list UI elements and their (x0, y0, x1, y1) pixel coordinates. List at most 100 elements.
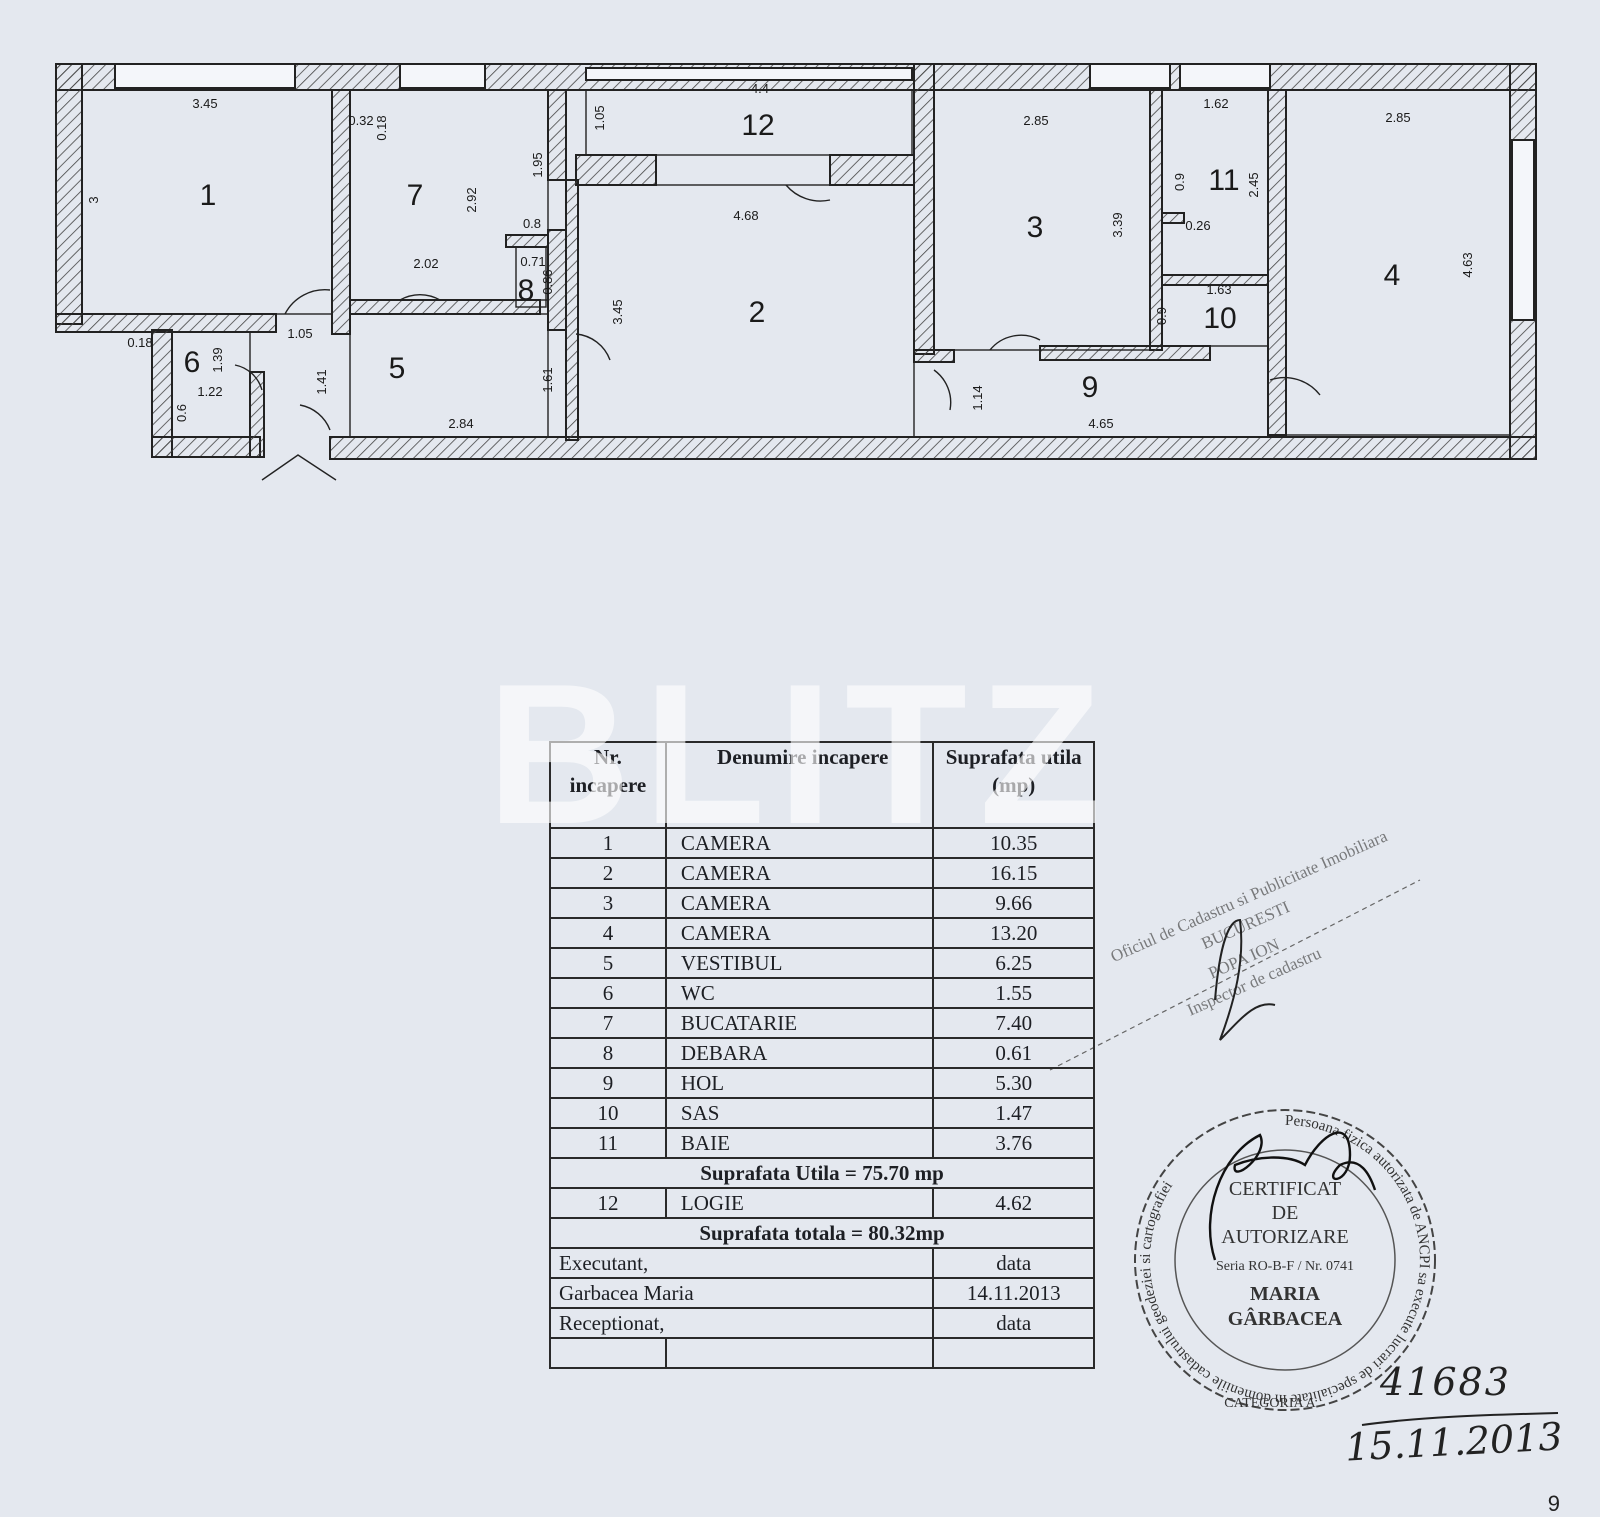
cell-area: 1.47 (932, 1097, 1095, 1129)
dimension: 3.45 (610, 299, 625, 324)
room-number: 11 (1208, 164, 1239, 197)
dimension: 0.18 (127, 335, 152, 350)
executant-date: 14.11.2013 (932, 1277, 1095, 1309)
dimension: 0.71 (520, 254, 545, 269)
dimension: 4.4 (751, 81, 769, 96)
cell-name: CAMERA (664, 827, 935, 859)
cell-nr: 8 (549, 1037, 667, 1069)
cell-nr: 10 (549, 1097, 667, 1129)
cell-area: 10.35 (932, 827, 1095, 859)
room-number: 2 (749, 296, 766, 329)
dimension: 3.45 (192, 96, 217, 111)
room-number: 7 (407, 179, 424, 212)
cell-name: DEBARA (664, 1037, 935, 1069)
dimension: 1.22 (197, 384, 222, 399)
footer-row: Executant,data (548, 1247, 1095, 1279)
dimension: 1.14 (970, 385, 985, 410)
dimension: 0.26 (1185, 218, 1210, 233)
cell-nr: 1 (549, 827, 667, 859)
interior-walls (331, 63, 1287, 441)
cell-nr: 6 (549, 977, 667, 1009)
executant-date-label: data (932, 1247, 1095, 1279)
stamp-line3: AUTORIZARE (1221, 1226, 1348, 1248)
dimension: 1.62 (1203, 96, 1228, 111)
cell-area: 16.15 (932, 857, 1095, 889)
dimension: 0.9 (1172, 173, 1187, 191)
dimension: 0.32 (348, 113, 373, 128)
page-number: 9 (1547, 1491, 1560, 1516)
dimension: 1.41 (314, 369, 329, 394)
cell-nr: 9 (549, 1067, 667, 1099)
dimension: 1.05 (592, 105, 607, 130)
inspector-stamp: Oficiul de Cadastru si Publicitate Imobi… (1049, 826, 1421, 1071)
footer-row: Receptionat,data (548, 1307, 1095, 1339)
dimension: 1.63 (1206, 282, 1231, 297)
room-number: 9 (1082, 371, 1099, 404)
room-number: 5 (389, 352, 406, 385)
cell-name: BUCATARIE (664, 1007, 935, 1039)
cell-nr: 11 (549, 1127, 667, 1159)
cell-nr: 2 (549, 857, 667, 889)
dimension: 2.02 (413, 256, 438, 271)
rooms-table: Nr. incapere Denumire incapere Suprafata… (548, 741, 1095, 1369)
stamp-name1: MARIA (1250, 1283, 1321, 1305)
cell-area: 6.25 (932, 947, 1095, 979)
cell-name: CAMERA (664, 887, 935, 919)
cell-area: 3.76 (932, 1127, 1095, 1159)
room-number: 12 (741, 109, 774, 142)
executant-label: Executant, (548, 1247, 935, 1279)
cell-nr: 5 (549, 947, 667, 979)
room-number: 3 (1027, 211, 1044, 244)
cell-nr: 4 (549, 917, 667, 949)
dimension: 2.92 (464, 187, 479, 212)
stamp-name2: GÂRBACEA (1228, 1306, 1343, 1330)
dimension: 4.63 (1460, 252, 1475, 277)
stamp-category: CATEGORIA A (1224, 1396, 1316, 1411)
receptionat-label: Receptionat, (548, 1307, 935, 1339)
dimension: 3.39 (1110, 212, 1125, 237)
cell-name: WC (664, 977, 935, 1009)
cell-name: CAMERA (664, 857, 935, 889)
header-area: Suprafata utila (mp) (932, 741, 1095, 829)
receptionat-date-label: data (932, 1307, 1095, 1339)
dimension: 4.68 (733, 208, 758, 223)
dimension: 2.85 (1023, 113, 1048, 128)
cell-nr: 12 (549, 1187, 667, 1219)
dimension: 1.39 (210, 347, 225, 372)
dimension: 4.65 (1088, 416, 1113, 431)
room-number: 6 (184, 346, 201, 379)
floor-plan: 1 2 3 4 5 6 7 8 9 10 11 12 3.45 3 4.4 1.… (55, 63, 1537, 481)
room-number: 10 (1203, 302, 1236, 335)
dimension: 1.61 (540, 367, 555, 392)
header-name: Denumire incapere (664, 741, 935, 829)
cell-area: 4.62 (932, 1187, 1095, 1219)
table-header: Nr. incapere Denumire incapere Suprafata… (549, 741, 1095, 829)
dimension: 0.86 (540, 269, 555, 294)
dimension: 3 (86, 196, 101, 203)
total-text: Suprafata totala = 80.32mp (549, 1217, 1095, 1249)
dimension: 0.8 (523, 216, 541, 231)
total-row: Suprafata totala = 80.32mp (549, 1217, 1095, 1249)
dimension: 2.85 (1385, 110, 1410, 125)
handwritten-number: 41683 (1380, 1360, 1511, 1404)
dimension: 0.6 (174, 404, 189, 422)
cell-area: 0.61 (932, 1037, 1095, 1069)
dimension: 0.18 (374, 115, 389, 140)
stamp-series: Seria RO-B-F / Nr. 0741 (1216, 1259, 1354, 1274)
certificate-stamp: Persoana fizica autorizata de ANCPI sa e… (1134, 1109, 1436, 1411)
cell-name: SAS (664, 1097, 935, 1129)
footer-row (549, 1337, 1095, 1369)
handwritten-underline (1361, 1412, 1559, 1426)
dimension: 0.9 (1154, 307, 1169, 325)
cell-name: BAIE (664, 1127, 935, 1159)
cell-area: 9.66 (932, 887, 1095, 919)
